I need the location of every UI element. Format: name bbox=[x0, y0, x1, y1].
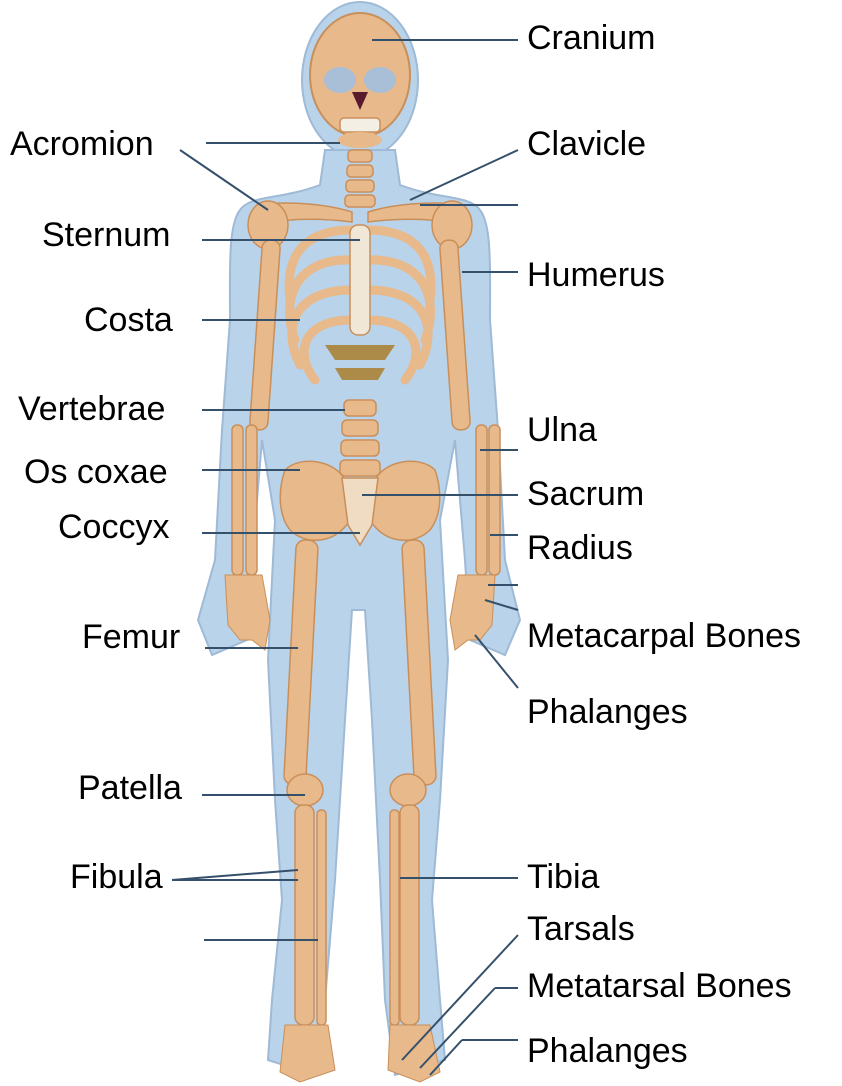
label-radius: Radius bbox=[527, 528, 633, 568]
label-metatarsal-bones: Metatarsal Bones bbox=[527, 966, 792, 1006]
leg-bones bbox=[284, 540, 437, 1025]
label-ulna: Ulna bbox=[527, 410, 597, 450]
label-phalanges-hand: Phalanges bbox=[527, 692, 688, 732]
label-patella: Patella bbox=[78, 768, 182, 808]
foot-bones bbox=[280, 1025, 440, 1082]
leader-clavicle bbox=[410, 150, 518, 200]
label-clavicle: Clavicle bbox=[527, 124, 646, 164]
sternum-bone bbox=[350, 225, 370, 335]
label-fibula: Fibula bbox=[70, 857, 163, 897]
label-metacarpal-bones: Metacarpal Bones bbox=[527, 616, 801, 656]
label-femur: Femur bbox=[82, 617, 180, 657]
label-costa: Costa bbox=[84, 300, 173, 340]
label-coccyx: Coccyx bbox=[58, 507, 169, 547]
leader-acromion-diag bbox=[180, 150, 268, 210]
label-sacrum: Sacrum bbox=[527, 474, 644, 514]
label-humerus: Humerus bbox=[527, 255, 665, 295]
leader-fibula-1 bbox=[172, 870, 298, 880]
label-tarsals: Tarsals bbox=[527, 909, 635, 949]
label-os-coxae: Os coxae bbox=[24, 452, 168, 492]
label-phalanges-foot: Phalanges bbox=[527, 1031, 688, 1071]
label-acromion: Acromion bbox=[10, 124, 154, 164]
label-tibia: Tibia bbox=[527, 857, 599, 897]
label-cranium: Cranium bbox=[527, 18, 655, 58]
label-vertebrae: Vertebrae bbox=[18, 389, 165, 429]
label-sternum: Sternum bbox=[42, 215, 171, 255]
